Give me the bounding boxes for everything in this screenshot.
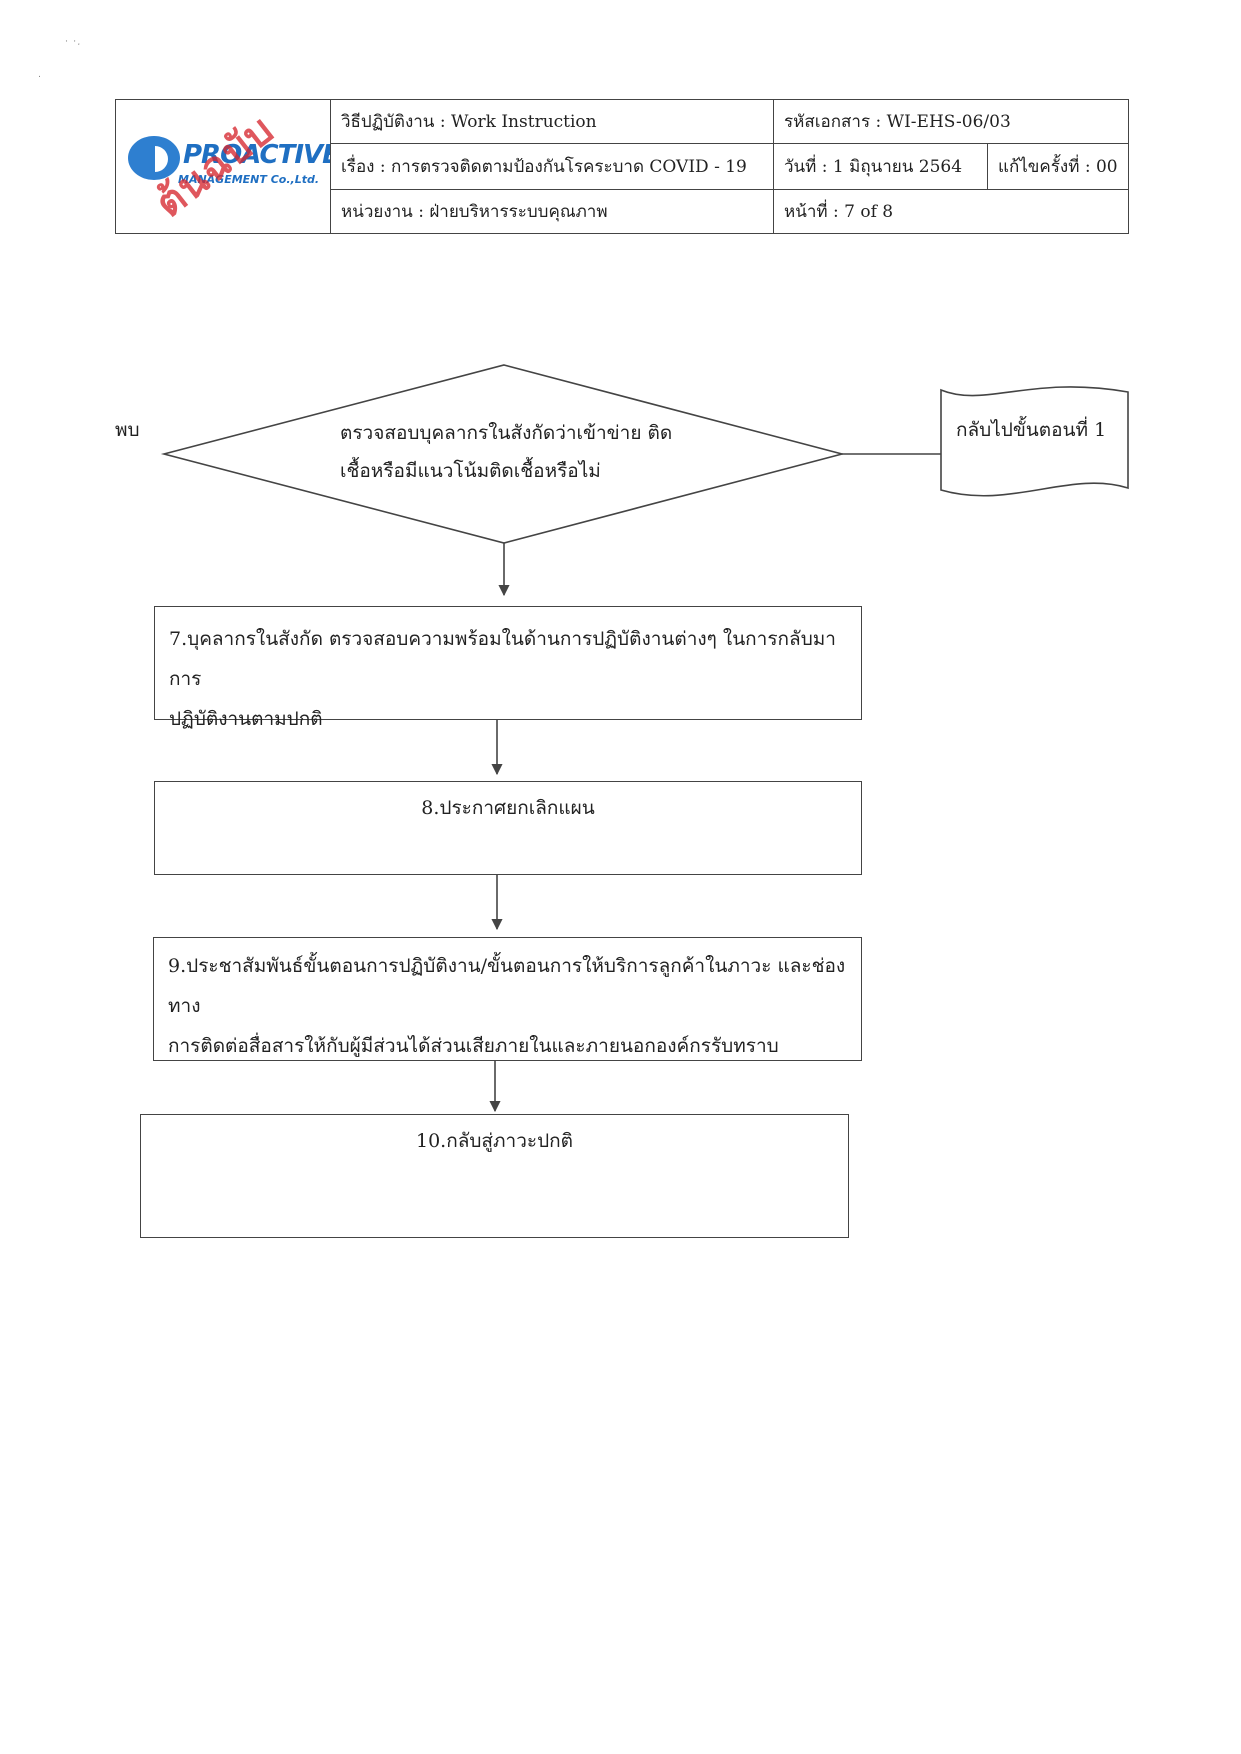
company-logo-cell: PROACTIVE MANAGEMENT Co.,Ltd. ต้นฉบับ — [115, 99, 331, 234]
step-8-text: 8.ประกาศยกเลิกแผน — [421, 797, 595, 819]
step-10-box: 10.กลับสู่ภาวะปกติ — [140, 1114, 849, 1238]
document-code: รหัสเอกสาร : WI-EHS-06/03 — [772, 99, 1130, 144]
document-header: PROACTIVE MANAGEMENT Co.,Ltd. ต้นฉบับ วิ… — [115, 99, 1130, 234]
revision-number: แก้ไขครั้งที่ : 00 — [986, 143, 1130, 190]
scan-mark: ᐧ — [38, 72, 41, 83]
step-9-line2: การติดต่อสื่อสารให้กับผู้มีส่วนได้ส่วนเส… — [168, 1035, 779, 1057]
return-document-text: กลับไปขั้นตอนที่ 1 — [956, 419, 1107, 441]
effective-date: วันที่ : 1 มิถุนายน 2564 — [773, 143, 988, 190]
step-9-box: 9.ประชาสัมพันธ์ขั้นตอนการปฏิบัติงาน/ขั้น… — [153, 937, 862, 1061]
step-7-box: 7.บุคลากรในสังกัด ตรวจสอบความพร้อมในด้าน… — [154, 606, 862, 730]
logo-p-icon — [128, 136, 180, 180]
logo-subtitle: MANAGEMENT Co.,Ltd. — [178, 173, 320, 186]
decision-text-line2: เชื้อหรือมีแนวโน้มติดเชื้อหรือไม่ — [340, 460, 601, 482]
company-logo: PROACTIVE MANAGEMENT Co.,Ltd. — [128, 126, 330, 196]
decision-text-line1: ตรวจสอบบุคลากรในสังกัดว่าเข้าข่าย ติด — [340, 422, 673, 444]
page-number: หน้าที่ : 7 of 8 — [772, 189, 1130, 234]
department: หน่วยงาน : ฝ่ายบริหารระบบคุณภาพ — [330, 189, 774, 234]
step-10-text: 10.กลับสู่ภาวะปกติ — [416, 1130, 573, 1152]
step-7-line2: ปฏิบัติงานตามปกติ — [169, 708, 323, 730]
scan-mark: ˙ ˙ˑ — [64, 40, 81, 51]
logo-name: PROACTIVE — [183, 140, 331, 170]
step-9-line1: 9.ประชาสัมพันธ์ขั้นตอนการปฏิบัติงาน/ขั้น… — [168, 955, 846, 1017]
step-8-box: 8.ประกาศยกเลิกแผน — [154, 781, 862, 875]
found-label: พบ — [115, 419, 140, 441]
return-document-shape — [940, 386, 1129, 497]
step-7-line1: 7.บุคลากรในสังกัด ตรวจสอบความพร้อมในด้าน… — [169, 628, 836, 690]
subject: เรื่อง : การตรวจติดตามป้องกันโรคระบาด CO… — [330, 143, 774, 190]
